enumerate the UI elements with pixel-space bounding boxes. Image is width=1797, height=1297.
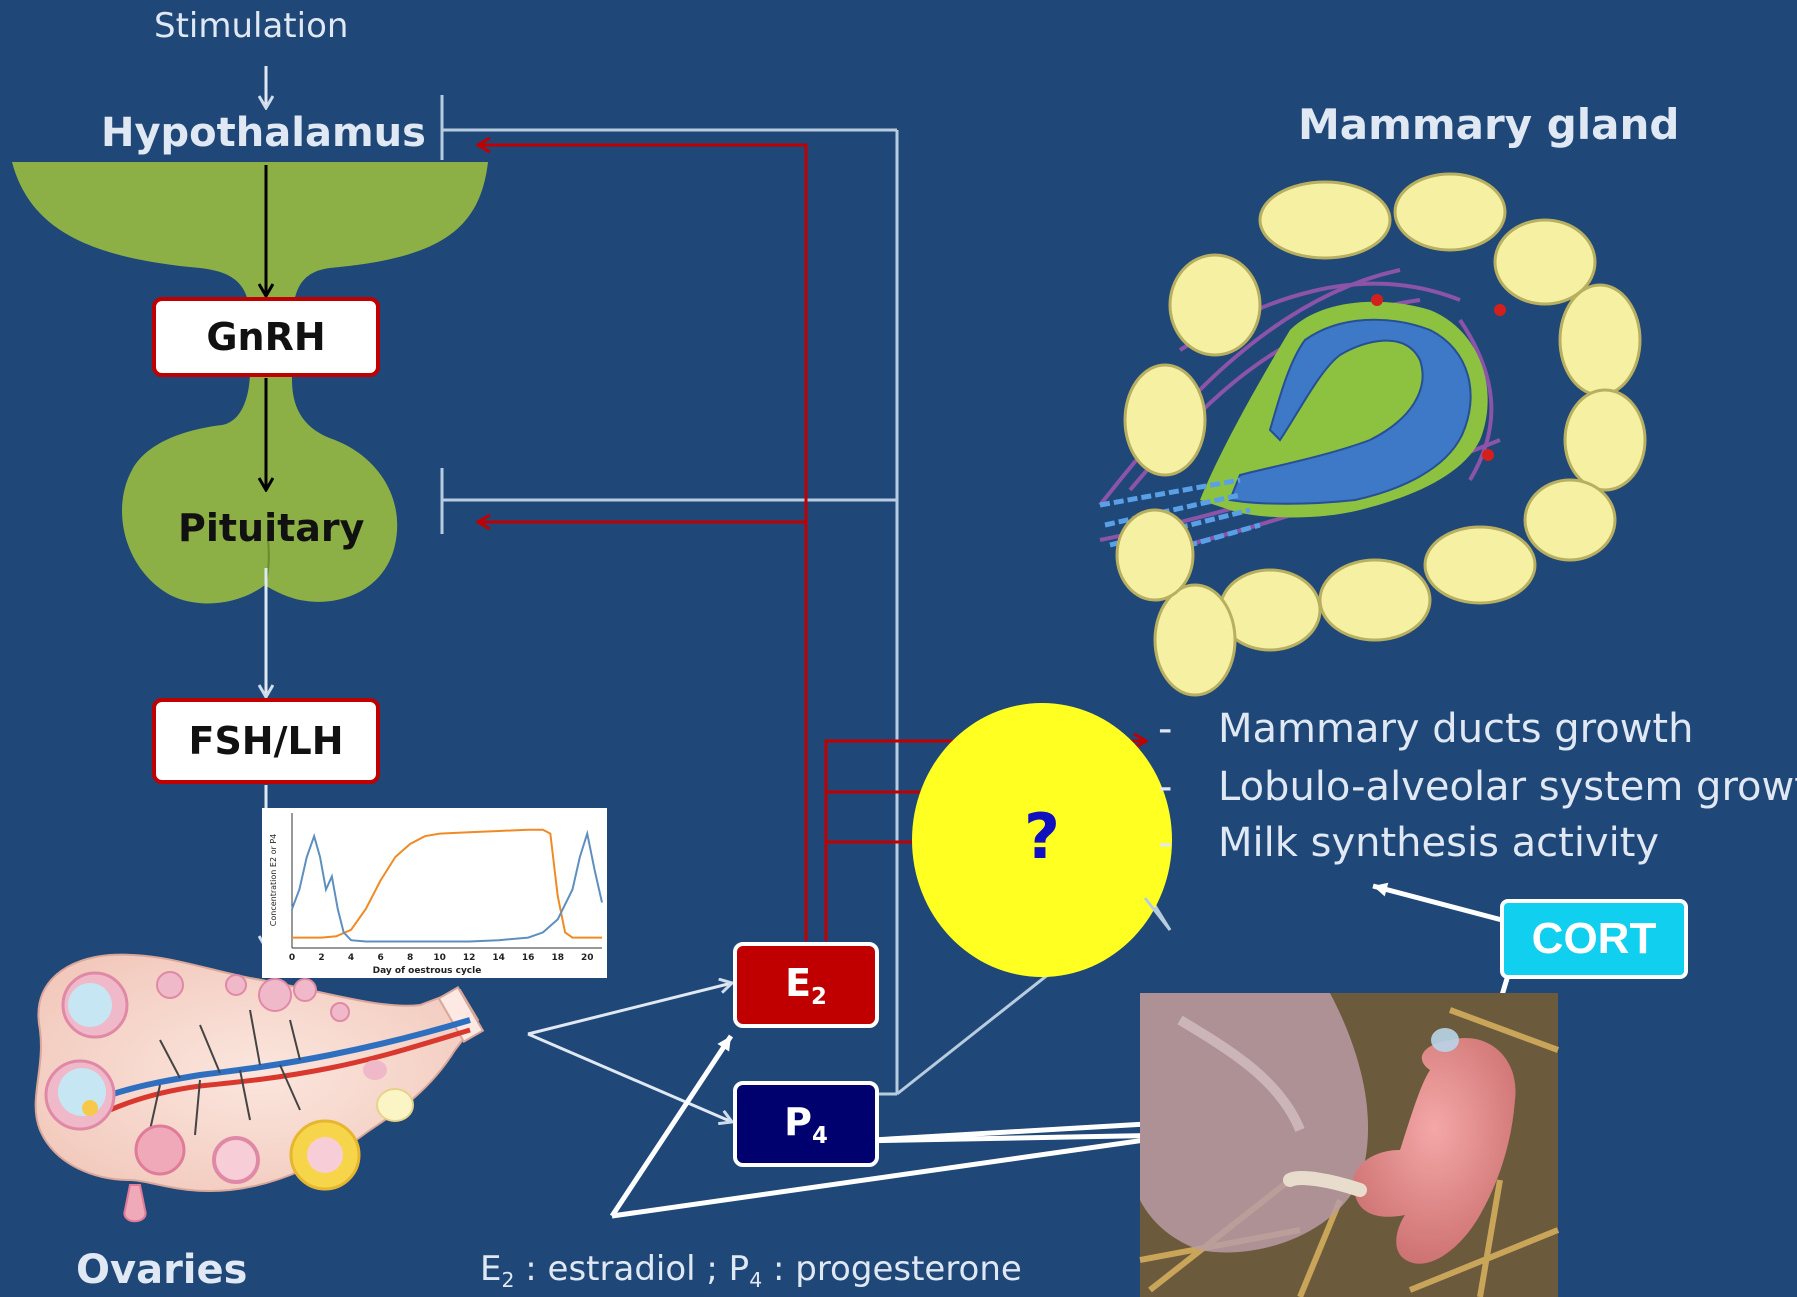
mammary-gland-title: Mammary gland [1298, 100, 1680, 149]
hypothalamus-label: Hypothalamus [101, 110, 426, 156]
effect-item: Lobulo-alveolar system growth [1218, 764, 1797, 810]
inset-x-tick-label: 16 [522, 953, 535, 963]
fsh-lh-box: FSH/LH [152, 698, 380, 784]
mammary-gland-illustration [1100, 174, 1645, 695]
e2-box: E2 [733, 942, 879, 1028]
inset-x-tick-label: 4 [348, 953, 354, 963]
fsh-lh-label: FSH/LH [188, 719, 343, 763]
gnrh-label: GnRH [206, 315, 325, 359]
pituitary-label: Pituitary [178, 506, 364, 550]
cort-label: CORT [1532, 914, 1657, 964]
ovary-illustration [36, 955, 483, 1222]
inset-chart-xlabel: Day of oestrous cycle [373, 966, 482, 976]
ovaries-label: Ovaries [76, 1247, 247, 1293]
effect-dash: - [1158, 764, 1172, 810]
inset-x-tick-label: 2 [318, 953, 324, 963]
inset-chart-ylabel: Concentration E2 or P4 [269, 834, 278, 926]
piglet-photo [1140, 993, 1558, 1297]
effect-dash: - [1158, 706, 1172, 752]
inset-x-tick-label: 18 [551, 953, 564, 963]
inset-x-tick-label: 14 [492, 953, 505, 963]
inset-x-tick-label: 10 [433, 953, 446, 963]
p4-box: P4 [733, 1081, 879, 1167]
inset-x-tick-label: 6 [377, 953, 383, 963]
inset-x-tick-label: 12 [463, 953, 476, 963]
question-mark: ? [1024, 800, 1060, 873]
ovary-to-hormone-arrows [528, 983, 732, 1122]
cort-box: CORT [1500, 899, 1688, 979]
legend-text: E2 : estradiol ; P4 : progesterone [480, 1249, 1022, 1292]
inset-x-tick-label: 8 [407, 953, 413, 963]
effect-item: Mammary ducts growth [1218, 706, 1693, 752]
effect-item: Milk synthesis activity [1218, 820, 1659, 866]
p4-label: P4 [784, 1100, 828, 1149]
stimulation-label: Stimulation [154, 6, 348, 46]
gnrh-box: GnRH [152, 297, 380, 377]
e2-label: E2 [785, 961, 827, 1010]
inset-x-tick-label: 0 [289, 953, 295, 963]
effect-dash: - [1158, 820, 1172, 866]
inset-x-tick-label: 20 [581, 953, 594, 963]
